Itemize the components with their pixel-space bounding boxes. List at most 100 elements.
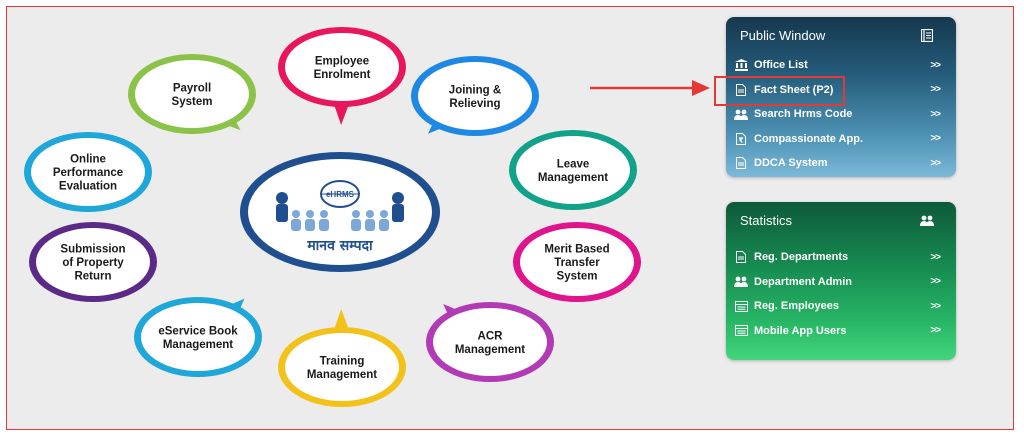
module-label: Joining & [449,84,501,96]
public-item-search-hrms-code[interactable]: Search Hrms Code >> [726,102,956,127]
module-label: Evaluation [59,181,117,193]
person-body [276,204,288,222]
public-item-office-list[interactable]: Office List >> [726,53,956,78]
person-body [305,219,315,231]
module-bubble-acr-management: ACR Management [426,302,554,382]
chevron-double-right-icon: >> [930,84,941,96]
bubble-fill [285,33,399,101]
stats-item-mobile-app-users[interactable]: Mobile App Users >> [726,319,956,344]
person-body [319,219,329,231]
module-label: Management [163,339,233,351]
bubble-fill [135,60,249,128]
book-icon [920,28,934,42]
public-window-title: Public Window [740,27,826,43]
bubble-fill [36,228,150,296]
chevron-double-right-icon: >> [930,108,941,120]
public-item-fact-sheet[interactable]: Fact Sheet (P2) >> [726,78,956,103]
module-label: Online [70,154,106,166]
module-label: eService Book [158,325,238,337]
module-label: Management [538,172,608,184]
person-icon [392,192,404,204]
svg-text:₹: ₹ [739,136,744,144]
module-label: Enrolment [314,69,371,81]
chevron-double-right-icon: >> [930,157,941,169]
chevron-double-right-icon: >> [930,133,941,145]
list-icon [734,324,748,338]
module-label: Management [307,369,377,381]
person-icon [366,210,374,218]
person-icon [276,192,288,204]
list-icon [734,299,748,313]
module-label: System [557,271,598,283]
module-bubble-joining-relieving: Joining & Relieving [411,56,539,136]
module-label: System [172,96,213,108]
hub-logo-text: eHRMS [326,190,355,199]
person-body [379,219,389,231]
bubble-fill [141,303,255,371]
stats-item-label: Department Admin [754,275,852,288]
stats-item-label: Reg. Departments [754,251,849,264]
users-icon [734,275,748,289]
public-item-ddca-system[interactable]: DDCA System >> [726,151,956,176]
module-label: Transfer [554,257,600,269]
statistics-header: Statistics [726,202,956,238]
module-label: Payroll [173,82,211,94]
person-icon [380,210,388,218]
public-item-compassionate-app[interactable]: ₹ Compassionate App. >> [726,127,956,152]
module-label: Employee [315,55,369,67]
users-icon [734,107,748,121]
person-icon [306,210,314,218]
person-icon [292,210,300,218]
chevron-double-right-icon: >> [930,251,941,263]
stats-item-label: Mobile App Users [754,324,847,337]
public-item-label: DDCA System [754,157,828,170]
module-label: of Property [62,257,124,269]
person-body [365,219,375,231]
bank-icon [734,58,748,72]
chevron-double-right-icon: >> [930,325,941,337]
stats-item-label: Reg. Employees [754,300,839,313]
module-label: Relieving [449,98,500,110]
hub-fill [248,159,432,265]
users-icon [920,213,934,227]
person-body [291,219,301,231]
module-label: Performance [53,167,123,179]
public-item-label: Office List [754,59,808,72]
module-label: Merit Based [544,244,609,256]
chevron-double-right-icon: >> [930,59,941,71]
document-icon [734,83,748,97]
module-label: ACR [478,330,504,342]
module-label: Training [320,355,365,367]
bubble-fill [520,228,634,296]
module-label: Submission [60,244,125,256]
arrow-right-icon [590,80,710,96]
chevron-double-right-icon: >> [930,276,941,288]
person-icon [320,210,328,218]
public-window-header: Public Window [726,17,956,53]
module-label: Management [455,344,525,356]
public-item-label: Fact Sheet (P2) [754,83,834,96]
bubble-fill [516,136,630,204]
module-label: Return [74,271,111,283]
rupee-doc-icon: ₹ [734,132,748,146]
statistics-panel: Statistics Reg. Departments >> Departmen… [726,202,956,360]
chevron-double-right-icon: >> [930,300,941,312]
bubble-fill [285,333,399,401]
stats-item-reg-departments[interactable]: Reg. Departments >> [726,245,956,270]
bubble-fill [418,62,532,130]
public-window-panel: Public Window Office List >> Fact Sheet … [726,17,956,177]
bubble-fill [31,138,145,206]
stats-item-reg-employees[interactable]: Reg. Employees >> [726,294,956,319]
stats-item-department-admin[interactable]: Department Admin >> [726,270,956,295]
document-icon [734,250,748,264]
